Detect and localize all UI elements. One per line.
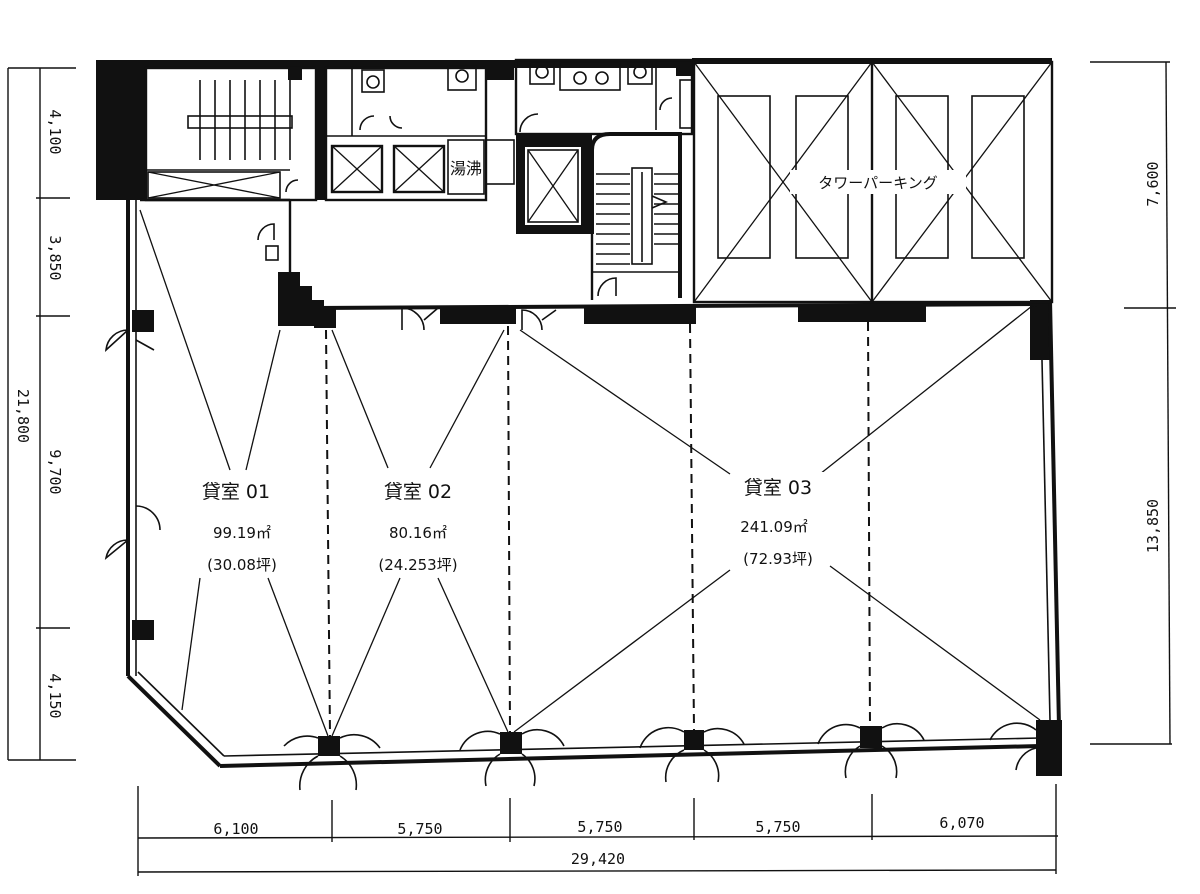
dim-left-total: 21,800	[14, 389, 32, 443]
dimension-left: 4,100 3,850 9,700 4,150 21,800	[7, 67, 76, 761]
dim-left-3: 9,700	[46, 449, 64, 494]
doors	[104, 307, 1037, 791]
kettle-room-label: 湯沸	[450, 159, 482, 178]
dim-left-2: 3,850	[46, 235, 64, 280]
room-02-name: 貸室 02	[384, 481, 452, 503]
dim-right-2: 13,850	[1144, 499, 1162, 553]
room-02-label: 貸室 02 80.16㎡ (24.253坪)	[374, 474, 466, 574]
dim-bottom-4: 5,750	[755, 818, 800, 836]
room-02-area-tsubo: (24.253坪)	[378, 556, 457, 574]
room-01-area-m2: 99.19㎡	[213, 524, 271, 542]
room-diagonals	[139, 209, 1041, 737]
dim-right-1: 7,600	[1144, 161, 1162, 206]
dim-left-4: 4,150	[46, 673, 64, 718]
tower-parking-label: タワーパーキング	[818, 174, 937, 192]
stair-core-right	[514, 58, 694, 300]
dim-bottom-total: 29,420	[571, 850, 625, 868]
dim-left-1: 4,100	[46, 109, 64, 154]
dim-bottom-2: 5,750	[397, 820, 442, 838]
room-03-area-m2: 241.09㎡	[740, 518, 808, 536]
room-01-area-tsubo: (30.08坪)	[207, 556, 277, 574]
restroom-elevator-core: 湯沸	[316, 60, 515, 202]
room-01-label: 貸室 01 99.19㎡ (30.08坪)	[196, 474, 280, 574]
room-03-area-tsubo: (72.93坪)	[743, 550, 813, 568]
room-03-name: 貸室 03	[744, 477, 812, 499]
dimension-bottom: 6,100 5,750 5,750 5,750 6,070 29,420	[137, 784, 1059, 876]
tower-parking: タワーパーキング	[692, 60, 1054, 304]
tenant-division-lines	[325, 321, 871, 737]
dim-bottom-1: 6,100	[213, 820, 258, 838]
outer-walls	[96, 58, 1062, 776]
room-03-label: 貸室 03 241.09㎡ (72.93坪)	[734, 472, 826, 568]
dimension-right: 7,600 13,850	[1090, 61, 1176, 745]
dim-bottom-3: 5,750	[577, 818, 622, 836]
interior-partition	[140, 198, 1041, 328]
dim-bottom-5: 6,070	[939, 814, 984, 832]
room-02-area-m2: 80.16㎡	[389, 524, 447, 542]
room-01-name: 貸室 01	[202, 481, 270, 503]
